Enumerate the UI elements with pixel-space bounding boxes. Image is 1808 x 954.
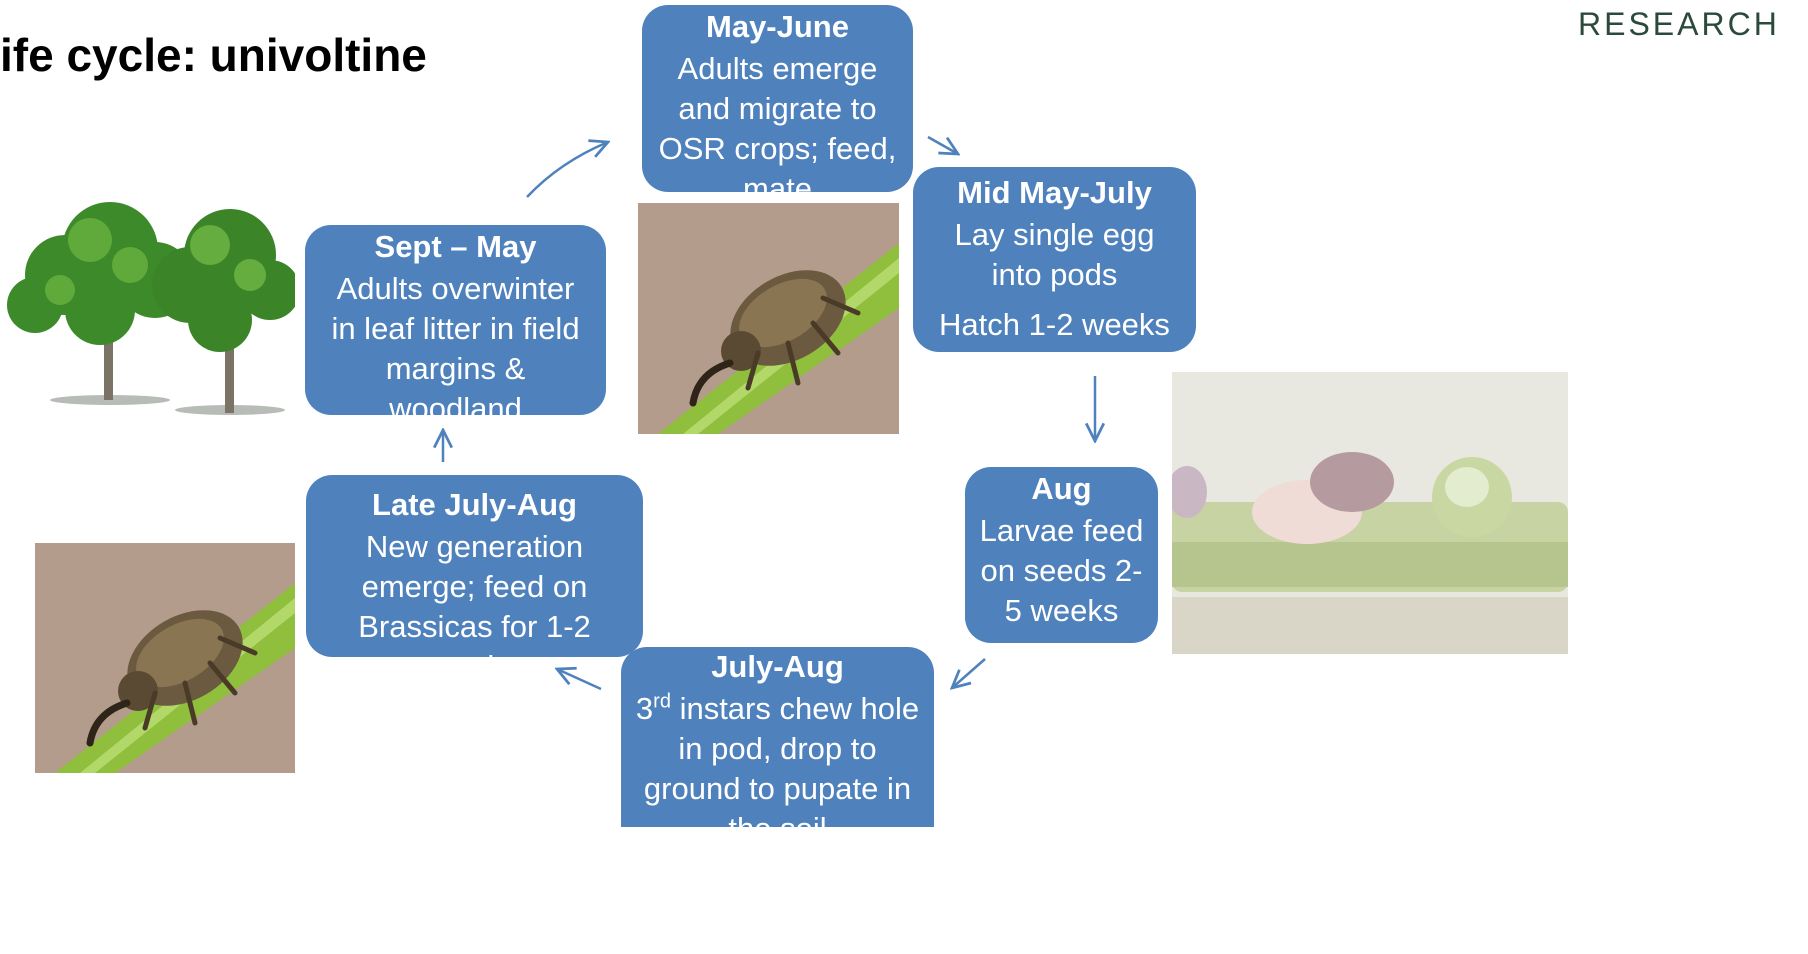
stage-text: Adults overwinter in leaf litter in fiel… xyxy=(321,269,590,415)
stage-heading: May-June xyxy=(658,7,897,47)
stage-heading: Late July-Aug xyxy=(322,485,627,525)
arrow-sept-to-may xyxy=(527,142,608,197)
ordinal-number: 3 xyxy=(636,691,653,726)
arrow-aug-to-julyaug xyxy=(952,659,985,688)
arrow-may-to-midmay xyxy=(928,137,958,154)
stage-july-aug: July-Aug 3rd instars chew hole in pod, d… xyxy=(621,647,934,827)
stage-text: New generation emerge; feed on Brassicas… xyxy=(322,527,627,657)
stage-text: Adults emerge and migrate to OSR crops; … xyxy=(658,49,897,192)
stage-text: Lay single egg into pods xyxy=(929,215,1180,295)
stage-late-july-aug: Late July-Aug New generation emerge; fee… xyxy=(306,475,643,657)
stage-aug: Aug Larvae feed on seeds 2-5 weeks xyxy=(965,467,1158,643)
arrow-julyaug-to-late xyxy=(557,669,601,689)
stage-may-june: May-June Adults emerge and migrate to OS… xyxy=(642,5,913,192)
stage-heading: Aug xyxy=(975,469,1148,509)
stage-mid-may-july: Mid May-July Lay single egg into pods Ha… xyxy=(913,167,1196,352)
stage-text: Larvae feed on seeds 2-5 weeks xyxy=(975,511,1148,631)
stage-text-body: instars chew hole in pod, drop to ground… xyxy=(644,691,919,827)
stage-text-hatch: Hatch 1-2 weeks xyxy=(929,305,1180,345)
stage-text: 3rd instars chew hole in pod, drop to gr… xyxy=(635,689,920,827)
stage-heading: July-Aug xyxy=(635,647,920,687)
stage-heading: Sept – May xyxy=(321,227,590,267)
stage-sept-may: Sept – May Adults overwinter in leaf lit… xyxy=(305,225,606,415)
stage-heading: Mid May-July xyxy=(929,173,1180,213)
ordinal-suffix: rd xyxy=(653,691,671,713)
